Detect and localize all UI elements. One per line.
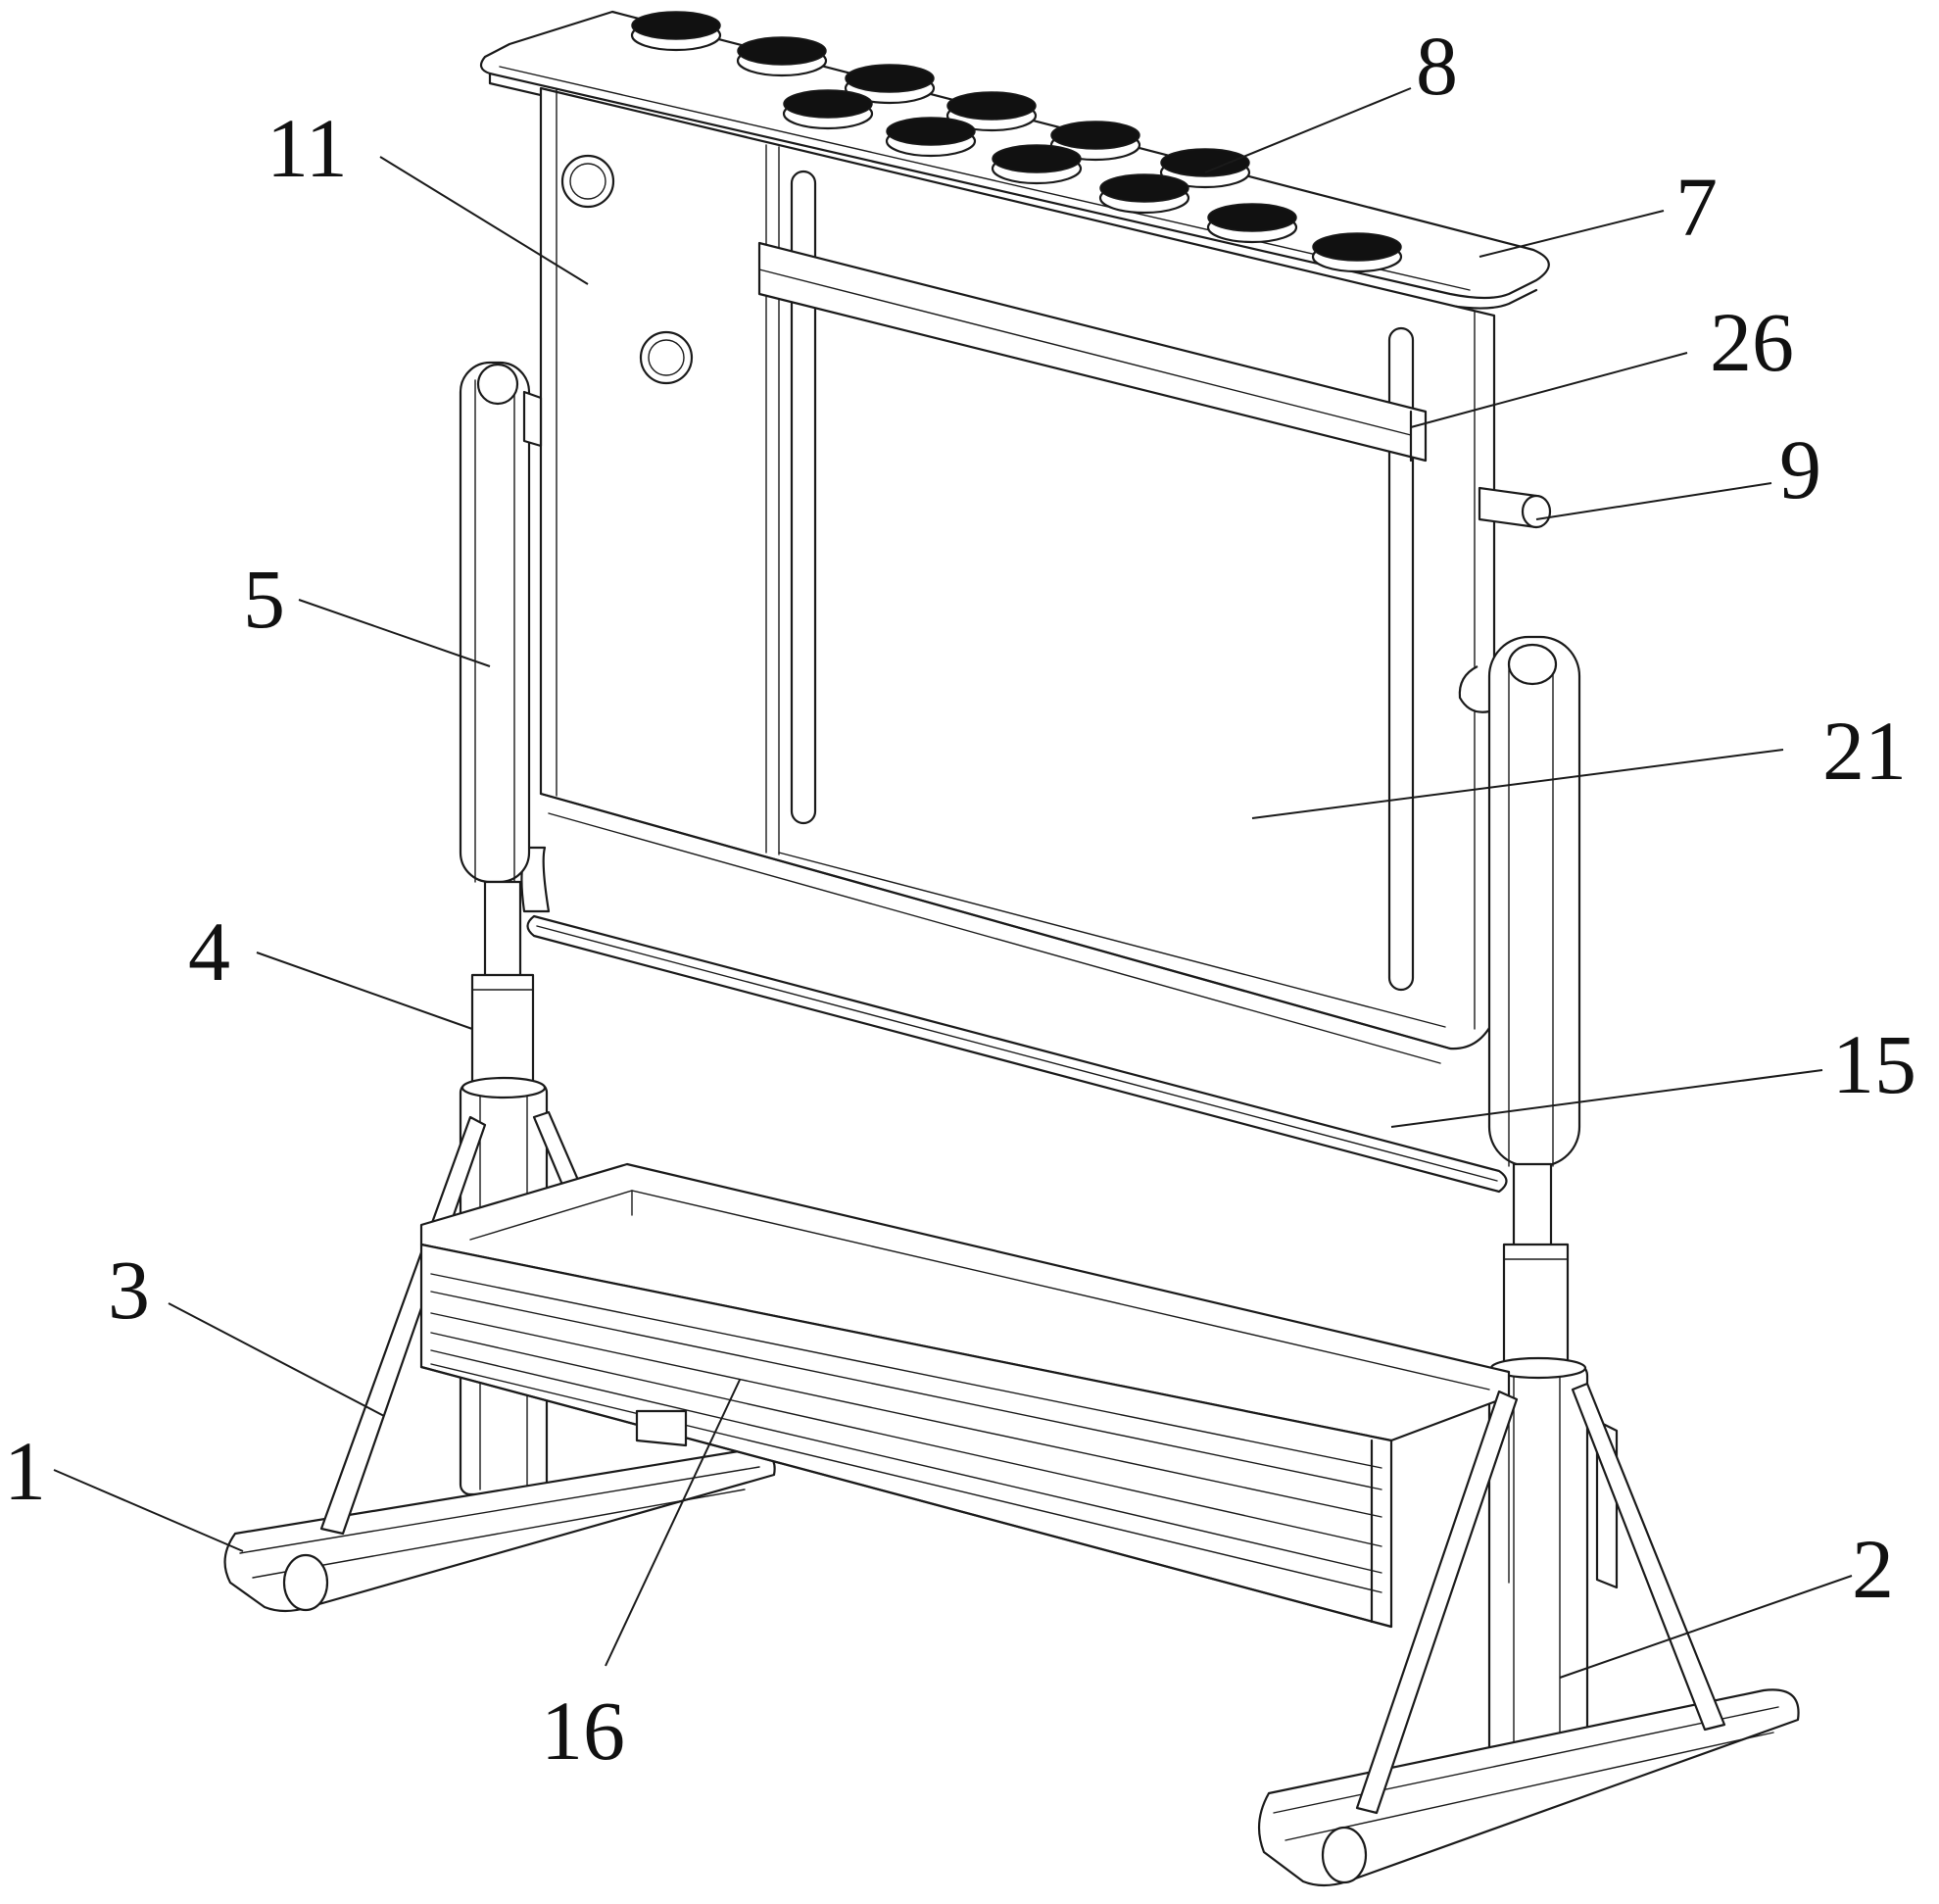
knob (1159, 148, 1251, 189)
right-post (1487, 635, 1589, 1776)
label-16: 16 (541, 1684, 625, 1778)
leader-9 (1535, 482, 1772, 520)
knob (945, 91, 1038, 132)
label-4: 4 (188, 904, 230, 999)
label-3: 3 (108, 1243, 150, 1337)
leader-lines (53, 87, 1853, 1679)
label-21: 21 (1822, 704, 1907, 798)
leader-2 (1559, 1575, 1853, 1679)
leader-16 (605, 1379, 741, 1667)
leader-15 (1390, 1069, 1823, 1128)
knob (736, 36, 828, 77)
frame-hole (560, 154, 615, 209)
knob (885, 117, 977, 158)
side-peg (1458, 486, 1552, 713)
knob-row (630, 11, 1403, 273)
knob (1049, 121, 1141, 162)
whiteboard-panel (778, 852, 1446, 1028)
leader-5 (298, 599, 491, 667)
label-7: 7 (1675, 160, 1718, 254)
leader-3 (168, 1302, 385, 1417)
clamp-bar (757, 241, 1428, 463)
label-5: 5 (243, 552, 285, 646)
knob (630, 11, 722, 52)
knob (1206, 203, 1298, 244)
marker-ledge (520, 846, 1508, 1194)
knob (844, 64, 936, 105)
label-9: 9 (1779, 422, 1821, 516)
leader-1 (53, 1469, 244, 1552)
knob (1098, 173, 1190, 215)
frame-hole (639, 330, 694, 385)
bottom-basket (419, 1162, 1619, 1629)
board-frame (539, 86, 1496, 1064)
leader-7 (1478, 210, 1665, 258)
right-base (1257, 1382, 1800, 1887)
label-2: 2 (1852, 1522, 1894, 1616)
knob (782, 89, 874, 130)
knob (991, 144, 1083, 185)
leader-4 (256, 952, 473, 1030)
label-8: 8 (1416, 19, 1458, 113)
leader-8 (1204, 87, 1412, 173)
leader-26 (1410, 352, 1688, 428)
label-15: 15 (1832, 1017, 1916, 1111)
label-26: 26 (1710, 295, 1794, 389)
label-11: 11 (267, 101, 348, 195)
knob (1311, 232, 1403, 273)
label-1: 1 (4, 1424, 46, 1518)
leader-21 (1251, 749, 1784, 819)
callout-labels: 1 2 3 4 5 7 8 9 11 15 16 21 26 (4, 19, 1916, 1778)
leader-11 (379, 156, 589, 285)
